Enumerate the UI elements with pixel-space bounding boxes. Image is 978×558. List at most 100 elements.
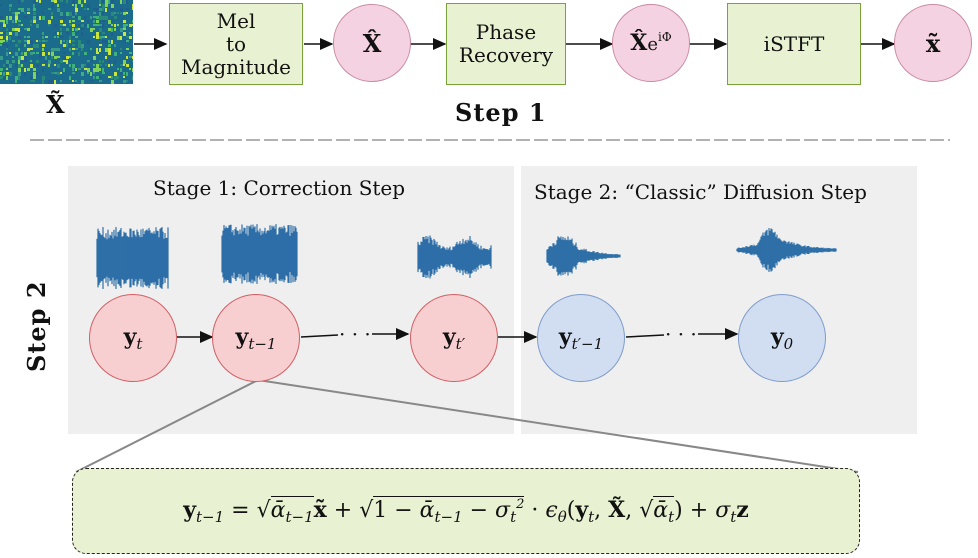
spectrogram-cell xyxy=(27,68,30,71)
spectrogram-cell xyxy=(102,24,104,28)
spectrogram-cell xyxy=(39,0,41,3)
spectrogram-cell xyxy=(45,36,48,38)
spectrogram-cell xyxy=(99,68,101,71)
spectrogram-cell xyxy=(102,32,105,34)
x-hat-phase-node: X̂eiΦ xyxy=(612,4,690,82)
x-tilde-output-node: x̃ xyxy=(894,4,972,82)
spectrogram-cell xyxy=(114,28,116,31)
spectrogram-cell xyxy=(120,8,123,12)
spectrogram-cell xyxy=(120,12,122,14)
spectrogram-cell xyxy=(111,24,113,26)
spectrogram-cell xyxy=(126,12,128,14)
step1-connectors xyxy=(30,38,950,141)
spectrogram-cell xyxy=(24,40,27,42)
spectrogram-cell xyxy=(99,48,101,52)
spectrogram-cell xyxy=(63,44,66,47)
formula-alpha1: ᾱ xyxy=(270,497,286,523)
spectrogram-cell xyxy=(0,4,2,6)
spectrogram-cell xyxy=(126,56,128,59)
spectrogram-cell xyxy=(117,76,119,79)
spectrogram-cell xyxy=(12,56,14,58)
spectrogram-cell xyxy=(60,32,62,35)
spectrogram-cell xyxy=(6,52,8,56)
x-hat-phase-sup: iΦ xyxy=(658,30,672,44)
spectrogram-cell xyxy=(21,8,24,12)
node-y-0: y0 xyxy=(738,294,826,382)
spectrogram-cell xyxy=(114,44,116,47)
spectrogram-cell xyxy=(111,8,114,10)
spectrogram-cell xyxy=(3,44,6,46)
spectrogram-cell xyxy=(48,52,50,55)
node-y-t-prime-sub: t′ xyxy=(455,334,466,353)
spectrogram-cell xyxy=(33,80,35,82)
spectrogram-cell xyxy=(129,32,131,34)
spectrogram-cell xyxy=(6,36,8,40)
spectrogram-cell xyxy=(78,0,81,4)
spectrogram-cell xyxy=(102,40,105,43)
spectrogram-cell xyxy=(18,64,21,68)
spectrogram-cell xyxy=(87,40,90,44)
spectrogram-cell xyxy=(123,60,126,64)
spectrogram-cell xyxy=(51,80,54,84)
spectrogram-cell xyxy=(54,56,57,59)
spectrogram-cell xyxy=(12,60,15,63)
spectrogram-cell xyxy=(57,8,60,12)
spectrogram-cell xyxy=(108,64,110,67)
node-y-t-minus-1-base: y xyxy=(235,323,249,350)
spectrogram-cell xyxy=(132,24,133,26)
spectrogram-cell xyxy=(69,12,72,16)
formula-comma-1: , xyxy=(594,497,609,523)
spectrogram-cell xyxy=(21,44,23,48)
spectrogram-cell xyxy=(51,72,54,74)
spectrogram-cell xyxy=(72,28,74,31)
spectrogram-cell xyxy=(6,68,8,70)
spectrogram-cell xyxy=(30,52,33,55)
input-x-tilde-label: X̃ xyxy=(46,90,65,119)
spectrogram-cell xyxy=(102,72,105,74)
spectrogram-cell xyxy=(99,8,102,11)
spectrogram-cell xyxy=(81,72,84,76)
spectrogram-cell xyxy=(6,32,9,36)
waveforms xyxy=(96,224,837,289)
spectrogram-cell xyxy=(24,12,26,14)
spectrogram-cell xyxy=(15,80,17,83)
update-formula: yt−1 = √ᾱt−1x̃ + √1 − ᾱt−1 − σt2 · ϵθ(yt… xyxy=(183,495,749,526)
spectrogram-cell xyxy=(108,60,111,63)
spectrogram-cell xyxy=(96,52,99,54)
spectrogram-cell xyxy=(72,80,74,82)
spectrogram-cell xyxy=(75,80,77,82)
spectrogram-cell xyxy=(72,44,75,46)
spectrogram-cell xyxy=(42,68,44,72)
spectrogram-cell xyxy=(111,80,114,84)
spectrogram-cell xyxy=(93,8,96,10)
spectrogram-cell xyxy=(42,48,44,51)
spectrogram-cell xyxy=(66,32,69,34)
spectrogram-cell xyxy=(123,76,125,78)
spectrogram-cell xyxy=(48,64,50,67)
spectrogram-cell xyxy=(126,48,129,50)
spectrogram-cell xyxy=(87,64,90,68)
spectrogram-cell xyxy=(33,20,36,23)
spectrogram-cell xyxy=(90,72,92,76)
spectrogram-cell xyxy=(69,76,71,80)
spectrogram-cell xyxy=(27,48,30,51)
spectrogram-cell xyxy=(6,76,8,80)
spectrogram-cell xyxy=(111,4,114,8)
spectrogram-cell xyxy=(66,60,68,64)
spectrogram-cell xyxy=(108,44,111,47)
spectrogram-cell xyxy=(48,8,51,10)
spectrogram-cell xyxy=(84,16,86,20)
spectrogram-cell xyxy=(84,8,86,10)
spectrogram-cell xyxy=(84,52,87,55)
formula-cdot: · xyxy=(531,497,539,523)
spectrogram-cell xyxy=(12,12,15,14)
spectrogram-cell xyxy=(90,28,93,32)
spectrogram-cell xyxy=(129,68,131,70)
spectrogram-cell xyxy=(81,32,83,36)
zoom-line-left xyxy=(75,379,259,473)
spectrogram-cell xyxy=(111,32,113,36)
spectrogram-cell xyxy=(108,52,111,55)
spectrogram-cell xyxy=(72,68,74,71)
spectrogram-cell xyxy=(33,72,36,76)
formula-arg-y-sub: t xyxy=(588,507,595,526)
